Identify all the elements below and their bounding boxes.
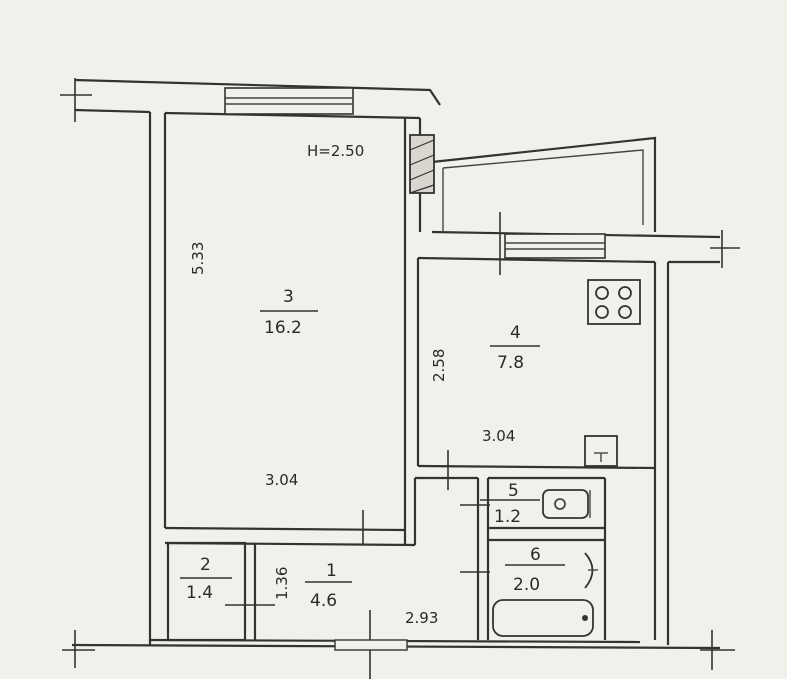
ceiling-height-label: H=2.50	[307, 142, 364, 160]
room6-area: 2.0	[513, 575, 540, 595]
room3-length: 5.33	[189, 242, 207, 275]
outer-walls	[71, 78, 721, 650]
room5-area: 1.2	[494, 507, 521, 527]
room2-number: 2	[200, 555, 211, 575]
room1-number: 1	[326, 561, 337, 581]
bathtub-icon	[492, 599, 594, 637]
room1-area: 4.6	[310, 591, 337, 611]
door-marks	[225, 212, 501, 679]
room3-area: 16.2	[264, 318, 302, 338]
window-kitchen	[504, 233, 606, 259]
room3-number: 3	[283, 287, 294, 307]
stove-icon	[587, 279, 641, 325]
washbasin-icon	[584, 552, 598, 589]
room4-area: 7.8	[497, 353, 524, 373]
hatched-column	[409, 134, 435, 194]
room5-number: 5	[508, 481, 519, 501]
room6-number: 6	[530, 545, 541, 565]
room1-length: 1.36	[273, 567, 291, 600]
room2-area: 1.4	[186, 583, 213, 603]
corner-ticks	[60, 78, 740, 670]
kitchen-sink-icon	[584, 435, 618, 467]
fraction-bars	[180, 310, 565, 583]
room4-length: 2.58	[430, 349, 448, 382]
room3-width: 3.04	[265, 471, 298, 489]
room4-width: 3.04	[482, 427, 515, 445]
balcony	[431, 136, 657, 232]
room4-number: 4	[510, 323, 521, 343]
toilet-icon	[542, 489, 591, 519]
room1-width: 2.93	[405, 609, 438, 627]
window-room3	[224, 87, 354, 115]
